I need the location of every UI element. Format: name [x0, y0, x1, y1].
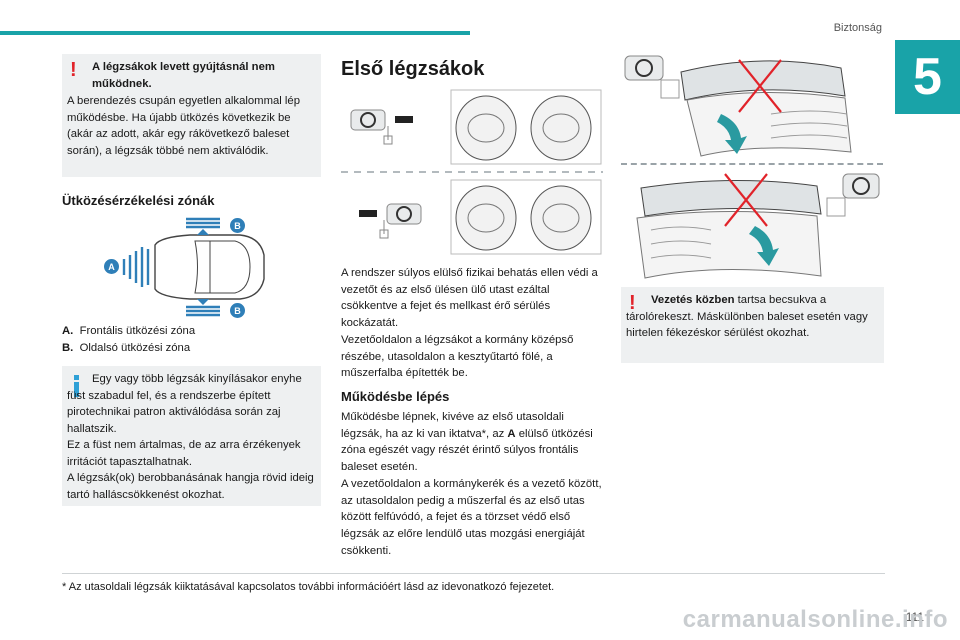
info-icon [74, 375, 79, 397]
info-text: Egy vagy több légzsák kinyílásakor enyhe… [67, 373, 314, 501]
page-number: 111 [905, 610, 924, 624]
activation-text-2: A vezetőoldalon a kormánykerék és a veze… [341, 478, 602, 557]
warning-title: A légzsákok levett gyújtásnál nem működn… [92, 61, 275, 90]
zones-heading: Ütközésérzékelési zónák [62, 193, 215, 208]
section-title: Biztonság [833, 22, 882, 34]
glovebox-warning-text: Vezetés közben tartsa becsukva a tárolór… [626, 294, 868, 339]
impact-zones-diagram: A B B [100, 215, 280, 319]
footnote: * Az utasoldali légzsák kiiktatásával ka… [62, 581, 555, 593]
glovebox-illustration-bottom [621, 168, 883, 280]
activation-heading: Működésbe lépés [341, 389, 450, 404]
car-top-view-illustration [122, 217, 265, 317]
zone-b-bottom-callout: B [230, 303, 245, 318]
legend-item-b: B. Oldalsó ütközési zóna [62, 341, 191, 354]
front-airbags-intro: A rendszer súlyos elülső fizikai behatás… [341, 267, 598, 380]
warning-icon: ! [70, 59, 77, 81]
glovebox-illustration-top [621, 52, 883, 160]
warning-box-ignition: ! A légzsákok levett gyújtásnál nem műkö… [62, 54, 321, 177]
airbag-deployment-illustration [341, 86, 603, 258]
info-box-smoke: Egy vagy több légzsák kinyílásakor enyhe… [62, 366, 321, 506]
front-airbags-title: Első légzsákok [341, 58, 485, 80]
zones-legend: A. Frontális ütközési zóna B. Oldalsó üt… [62, 323, 322, 356]
watermark: carmanualsonline.info [682, 606, 948, 633]
zone-a-callout: A [104, 259, 119, 274]
legend-item-a: A. Frontális ütközési zóna [62, 325, 196, 337]
illustration-separator [621, 163, 883, 165]
top-accent-bar [0, 31, 470, 35]
warning-icon: ! [629, 292, 636, 314]
warning-box-glovebox: ! Vezetés közben tartsa becsukva a tárol… [621, 287, 884, 363]
chapter-tab: 5 [895, 40, 960, 114]
zone-b-top-callout: B [230, 218, 245, 233]
warning-text: A berendezés csupán egyetlen alkalommal … [67, 95, 300, 157]
activation-text-1: Működésbe lépnek, kivéve az első utasold… [341, 411, 593, 474]
footnote-divider [62, 573, 885, 574]
